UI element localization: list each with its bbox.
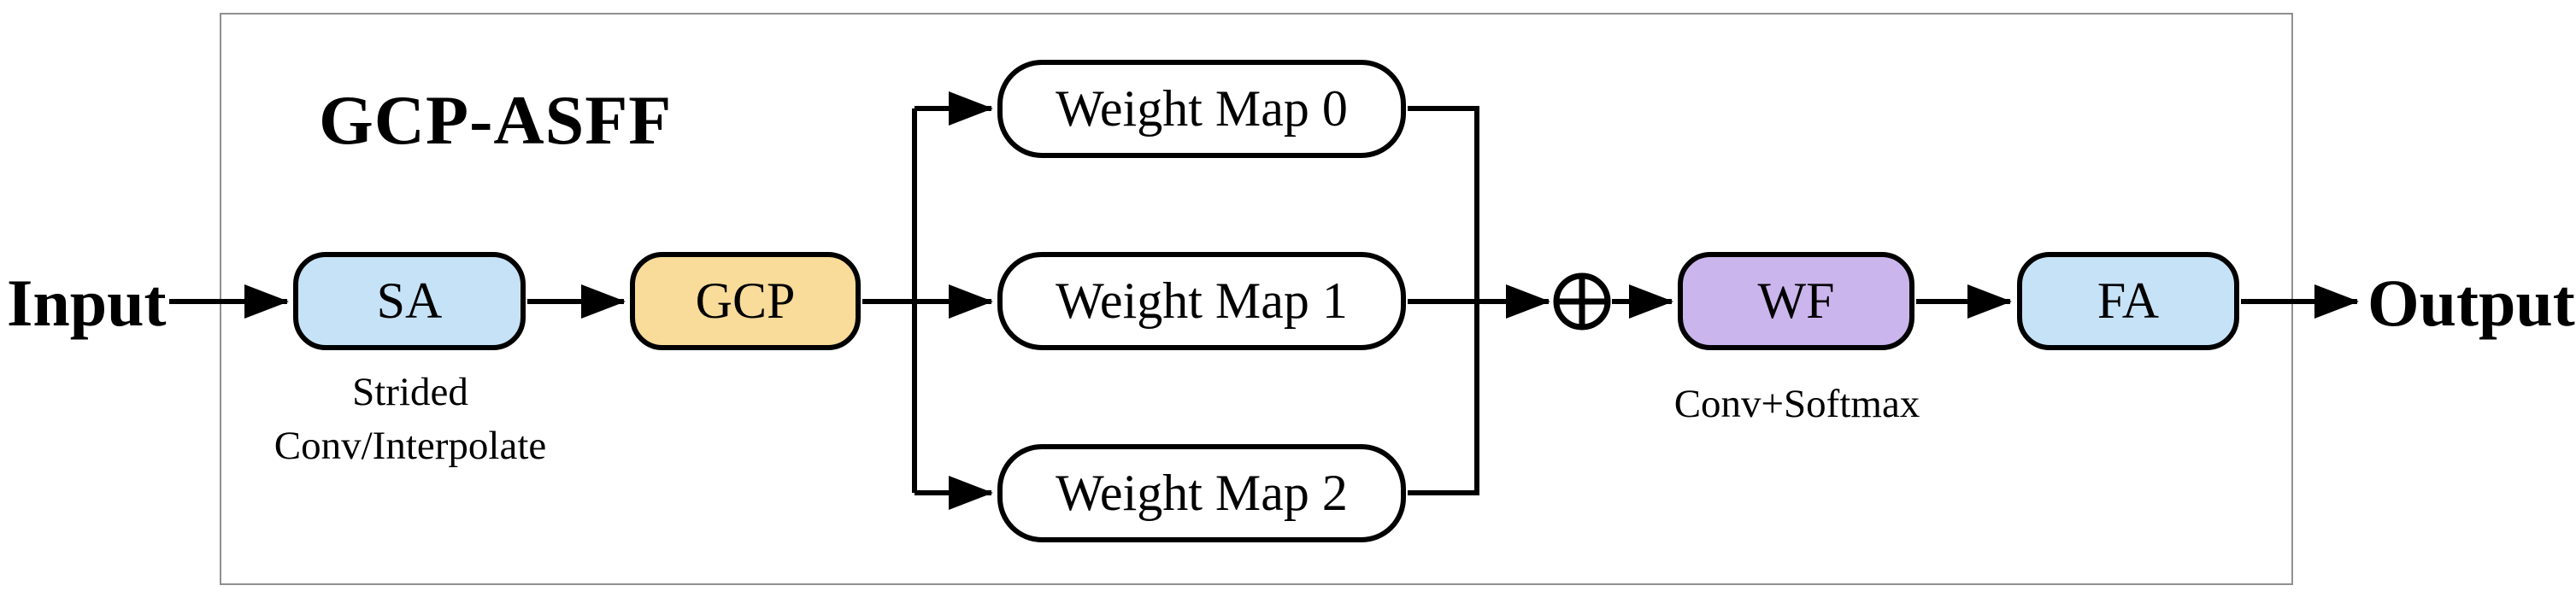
gcp-node-label: GCP [695,272,796,329]
sa-sublabel-line2: Conv/Interpolate [273,424,547,468]
weight-map-2-label: Weight Map 2 [1056,465,1348,521]
gcp-node: GCP [630,252,861,350]
input-label: Input [7,266,167,340]
connectors [169,91,2359,510]
sa-node-label: SA [376,272,443,329]
wf-node: WF [1678,252,1914,350]
weight-map-0-label: Weight Map 0 [1056,80,1348,137]
weight-map-2-node: Weight Map 2 [997,444,1406,542]
weight-map-0-node: Weight Map 0 [997,60,1406,158]
weight-map-1-label: Weight Map 1 [1056,272,1348,329]
weight-map-1-node: Weight Map 1 [997,252,1406,350]
fa-node-label: FA [2097,272,2160,329]
sa-sublabel: Strided Conv/Interpolate [120,366,701,473]
circled-plus-icon [1553,272,1611,331]
sa-sublabel-line1: Strided [352,370,468,414]
diagram-title: GCP-ASFF [319,81,673,159]
wf-node-label: WF [1757,272,1835,329]
output-label: Output [2367,266,2575,340]
fa-node: FA [2017,252,2239,350]
wf-sublabel: Conv+Softmax [1673,382,1920,426]
sa-node: SA [293,252,526,350]
